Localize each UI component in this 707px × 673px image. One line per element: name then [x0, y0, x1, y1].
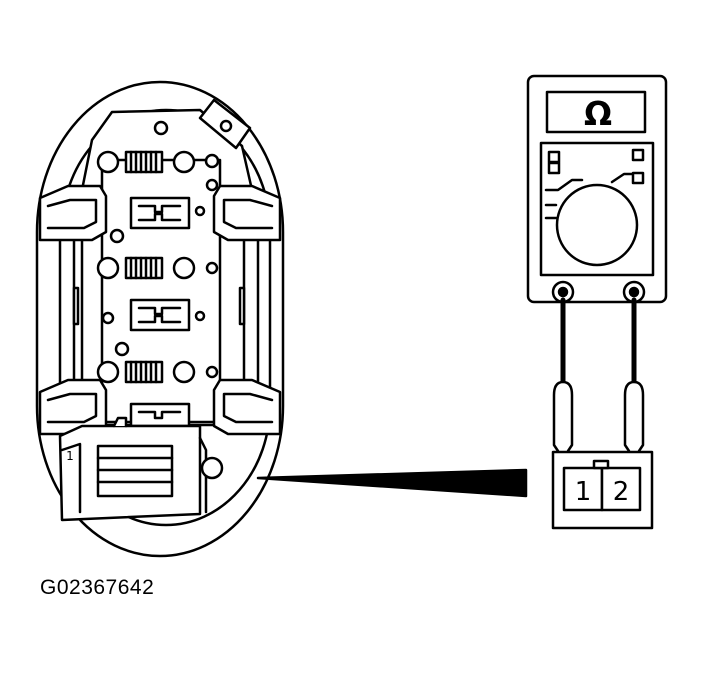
board-hole	[204, 153, 220, 169]
rail-slot	[72, 286, 80, 326]
board-pad	[172, 256, 196, 280]
multimeter	[526, 74, 668, 304]
meter-display	[545, 90, 647, 134]
retaining-clip-top	[38, 184, 282, 242]
board-pad	[96, 150, 120, 174]
board-hole	[205, 365, 219, 379]
connector-pin-2-label: 2	[613, 477, 630, 507]
meter-button	[547, 161, 561, 175]
board-pad	[172, 360, 196, 384]
ohm-symbol: Ω	[584, 94, 612, 133]
retaining-clip-bottom	[38, 378, 282, 436]
side-rail-right	[242, 236, 260, 388]
board-hole	[114, 341, 130, 357]
figure-code: G02367642	[40, 576, 155, 599]
board-hole	[194, 205, 206, 217]
board-hole	[194, 310, 206, 322]
rail-slot	[238, 286, 246, 326]
callout-pointer	[256, 468, 528, 498]
meter-button	[547, 150, 561, 164]
switch-contact	[129, 402, 191, 428]
switch-connector-pin-label: 1	[66, 449, 74, 463]
tab-hole	[219, 119, 233, 133]
board-pad	[96, 360, 120, 384]
switch-contact	[129, 298, 191, 332]
connector-pin-1-label: 1	[575, 477, 592, 507]
board-hole	[205, 261, 219, 275]
board-hole	[101, 311, 115, 325]
board-pad	[172, 150, 196, 174]
meter-button	[631, 148, 645, 162]
board-hole	[153, 120, 169, 136]
board-hole	[109, 228, 125, 244]
rotary-dial	[555, 183, 639, 267]
dial-range-marks	[544, 172, 638, 220]
board-pad	[96, 256, 120, 280]
switch-connector	[58, 416, 224, 522]
meter-button	[631, 171, 645, 185]
mount-boss	[200, 456, 224, 480]
switch-assembly	[35, 80, 285, 558]
side-rail-left	[58, 236, 76, 388]
board-hole	[205, 178, 219, 192]
switch-contact	[129, 196, 191, 230]
test-connector	[551, 450, 654, 530]
